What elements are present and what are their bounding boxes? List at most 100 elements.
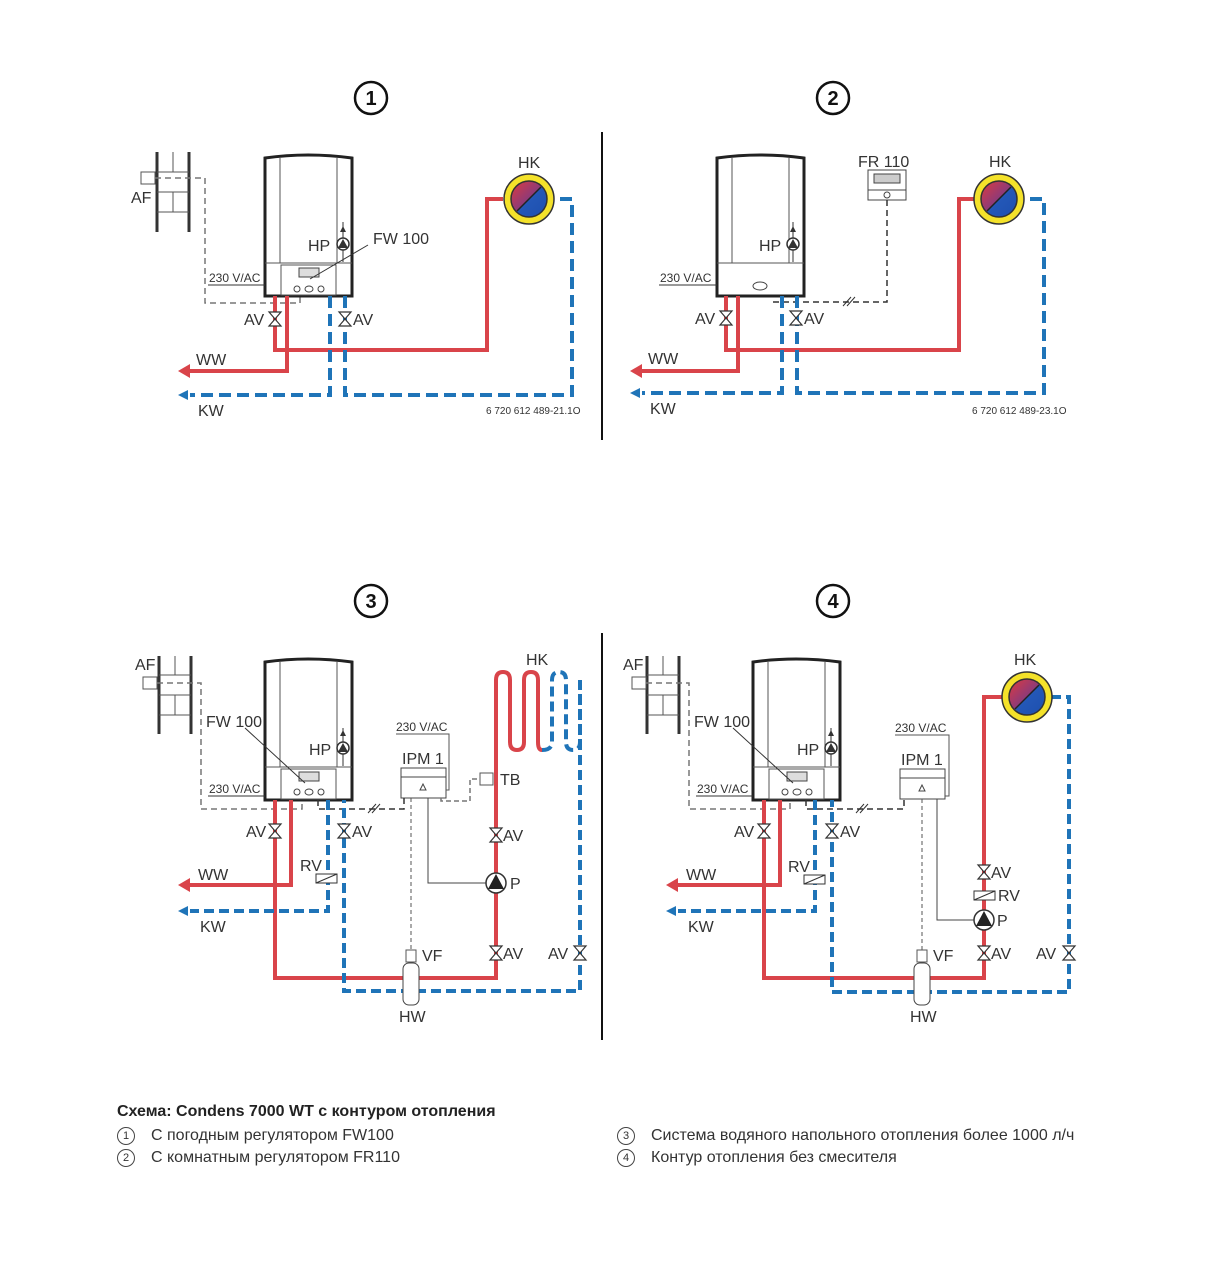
legend-number-badge: 1	[117, 1127, 135, 1145]
cold-pipes	[678, 695, 1071, 994]
legend-item: 1 С погодным регулятором FW100	[117, 1125, 617, 1147]
circulation-pump-icon	[973, 909, 995, 931]
legend-item-text: Система водяного напольного отопления бо…	[651, 1127, 1075, 1144]
legend-item-text: Контур отопления без смесителя	[651, 1149, 897, 1166]
boiler-unit	[715, 153, 806, 298]
ipm-power-line	[895, 734, 950, 797]
label-rv: RV	[788, 859, 810, 876]
panel-number-badge	[815, 583, 851, 619]
label-af: AF	[623, 657, 644, 674]
bus-wire	[805, 799, 905, 810]
legend-item: 2 С комнатным регулятором FR110	[117, 1147, 617, 1169]
check-valve-icon	[315, 873, 338, 884]
controller-leader	[309, 244, 369, 280]
label-av-pump-bottom: AV	[991, 946, 1011, 963]
label-tb: TB	[500, 772, 520, 789]
figure-code: 6 720 612 489-23.1O	[972, 406, 1067, 417]
label-rv: RV	[300, 858, 322, 875]
label-kw: KW	[650, 401, 677, 418]
panel-1: 1 AF	[131, 80, 581, 420]
label-hp: HP	[759, 238, 781, 255]
label-hk: HK	[989, 154, 1012, 171]
hot-pipes	[676, 695, 1003, 980]
label-av-pump-bottom: AV	[503, 946, 523, 963]
label-av-left: AV	[695, 311, 715, 328]
ipm-power-line	[396, 733, 450, 791]
label-av-right: AV	[352, 824, 372, 841]
tb-sensor-icon	[479, 772, 494, 786]
label-ipm: IPM 1	[402, 751, 444, 768]
label-av-right: AV	[840, 824, 860, 841]
ipm-module-icon	[899, 768, 946, 800]
legend-number-badge: 3	[617, 1127, 635, 1145]
shutoff-valve-icon	[718, 310, 804, 326]
panel-4: 4 AF HP	[623, 583, 1077, 1026]
label-ww: WW	[648, 351, 679, 368]
kw-arrow-icon	[178, 390, 188, 400]
heating-pump-icon	[336, 728, 350, 766]
label-power: 230 V/AC	[697, 782, 749, 796]
label-hp: HP	[309, 742, 331, 759]
label-hw: HW	[910, 1009, 938, 1026]
panel-number: 2	[827, 88, 838, 110]
figure-code: 6 720 612 489-21.1O	[486, 406, 581, 417]
sensor-wire	[155, 177, 301, 304]
panel-number-badge	[815, 80, 851, 116]
heating-pump-icon	[786, 222, 800, 262]
label-av-pump-top: AV	[991, 865, 1011, 882]
heating-circuit-radiator-icon	[1001, 671, 1053, 723]
room-controller-icon	[867, 169, 907, 201]
ww-arrow-icon	[178, 364, 190, 378]
label-hp: HP	[797, 742, 819, 759]
label-kw: KW	[200, 919, 227, 936]
label-vf: VF	[422, 948, 443, 965]
label-p: P	[510, 876, 521, 893]
kw-arrow-icon	[630, 388, 640, 398]
heating-pump-icon	[336, 222, 350, 262]
pump-wire	[936, 799, 975, 921]
label-controller: FW 100	[373, 231, 429, 248]
controller-leader	[244, 727, 306, 784]
panel-2: 2 HP 230 V/AC FR 110	[630, 80, 1067, 418]
cold-pipes	[190, 669, 582, 993]
boiler-unit	[263, 153, 354, 298]
label-av-left: AV	[246, 824, 266, 841]
label-ww: WW	[686, 867, 717, 884]
label-ipm: IPM 1	[901, 752, 943, 769]
label-kw: KW	[688, 919, 715, 936]
label-hk: HK	[1014, 652, 1037, 669]
legend-number-badge: 2	[117, 1149, 135, 1167]
panel-number: 3	[365, 591, 376, 613]
ww-arrow-icon	[630, 364, 642, 378]
legend: Схема: Condens 7000 WT с контуром отопле…	[117, 1103, 1117, 1169]
ww-arrow-icon	[178, 878, 190, 892]
label-kw: KW	[198, 403, 225, 420]
shutoff-valve-icon	[267, 311, 353, 327]
legend-number-badge: 4	[617, 1149, 635, 1167]
circulation-pump-icon	[485, 872, 507, 894]
ww-arrow-icon	[666, 878, 678, 892]
sensor-wire	[157, 682, 303, 810]
label-controller: FW 100	[206, 714, 262, 731]
heating-pump-icon	[824, 728, 838, 766]
panel-number-badge	[353, 583, 389, 619]
controller-leader	[732, 727, 794, 784]
label-power: 230 V/AC	[660, 271, 712, 285]
legend-title: Схема: Condens 7000 WT с контуром отопле…	[117, 1103, 496, 1120]
label-hk: HK	[518, 155, 541, 172]
boiler-unit	[263, 657, 354, 802]
label-controller: FW 100	[694, 714, 750, 731]
hydraulic-switch-icon	[402, 949, 420, 1006]
hydraulic-switch-icon	[913, 949, 931, 1006]
label-power: 230 V/AC	[209, 271, 261, 285]
hot-pipes	[640, 197, 975, 373]
label-vf: VF	[933, 948, 954, 965]
panel-number: 1	[365, 88, 376, 110]
label-hw: HW	[399, 1009, 427, 1026]
heating-circuit-radiator-icon	[973, 173, 1025, 225]
panel-number: 4	[827, 591, 839, 613]
label-av-right: AV	[353, 312, 373, 329]
legend-item: 4 Контур отопления без смесителя	[617, 1147, 1117, 1169]
shutoff-valve-icon	[756, 823, 1077, 961]
